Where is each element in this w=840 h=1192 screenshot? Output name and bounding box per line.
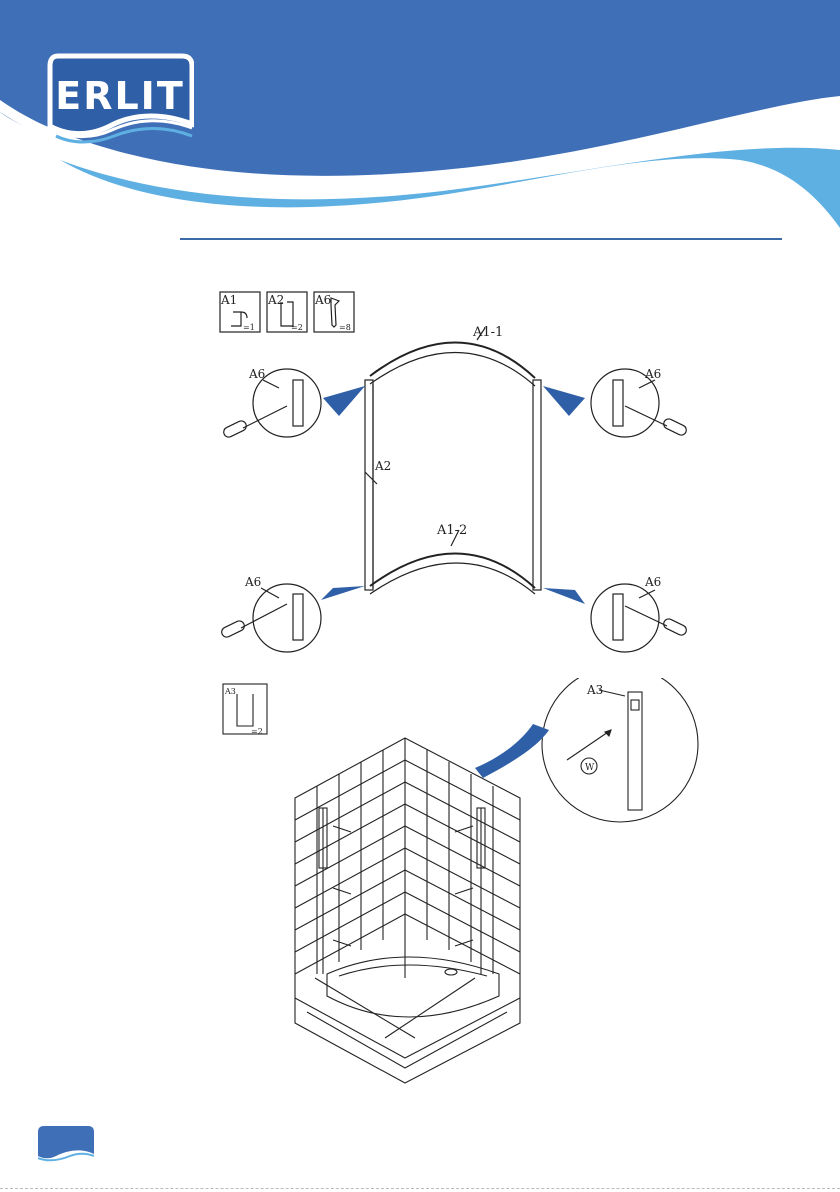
- part-a2-qty: =2: [291, 323, 303, 332]
- drain-icon: [445, 969, 457, 975]
- label-top-profile: A1-1: [472, 325, 503, 340]
- pointer-arrow-bl: [321, 586, 365, 600]
- screwdriver-icon-bl: [220, 604, 287, 639]
- pointer-arrow-tr: [543, 386, 585, 416]
- pencil-icon: [567, 730, 611, 760]
- detail-circle-bottom-right: [591, 584, 659, 652]
- part-a3-code: A3: [224, 687, 236, 696]
- label-screw-tl: A6: [248, 367, 265, 381]
- logo-text: ERLIT: [46, 74, 194, 118]
- label-screw-bl: A6: [244, 575, 261, 589]
- tiled-wall-corner: [295, 738, 520, 1083]
- assembly-figure-frame: A1 =1 A2 =2 A6 =8 A1-1 A1-2 A2 A6 A6 A6 …: [215, 288, 700, 653]
- label-bottom-profile: A1-2: [436, 523, 467, 538]
- part-a6-qty: =8: [339, 323, 351, 332]
- part-a1-qty: =1: [243, 323, 255, 332]
- pointer-arrow-br: [543, 588, 585, 604]
- screwdriver-icon-tr: [625, 406, 688, 437]
- header-rule: [180, 238, 782, 240]
- side-profile-left: [365, 380, 373, 590]
- label-pencil-mark: W: [585, 763, 595, 773]
- drill-marks: [333, 826, 473, 946]
- side-profile-right: [533, 380, 541, 590]
- part-a1-code: A1: [220, 293, 237, 307]
- part-a6-code: A6: [314, 293, 331, 307]
- profile-a3-icon: [237, 694, 253, 726]
- part-a3-qty: =2: [251, 727, 263, 736]
- label-screw-br: A6: [644, 575, 661, 589]
- label-detail-profile: A3: [586, 683, 603, 697]
- page-number-tab: [38, 1126, 94, 1162]
- label-screw-tr: A6: [644, 367, 661, 381]
- label-side-profile: A2: [374, 459, 391, 473]
- top-profile-shape: [370, 342, 535, 378]
- assembly-figure-wall: A3 =2 A3 W: [215, 678, 700, 1096]
- pointer-arrow-tl: [323, 386, 365, 416]
- detail-circle-bottom-left: [253, 584, 321, 652]
- detail-circle-profile: [542, 678, 698, 822]
- bottom-profile-shape: [370, 553, 535, 588]
- screw-a6-icon: [331, 298, 339, 327]
- pointer-arrow-detail: [475, 724, 549, 778]
- part-a2-code: A2: [267, 293, 284, 307]
- bottom-crop-line: [0, 1188, 840, 1189]
- shower-tray: [327, 957, 499, 1017]
